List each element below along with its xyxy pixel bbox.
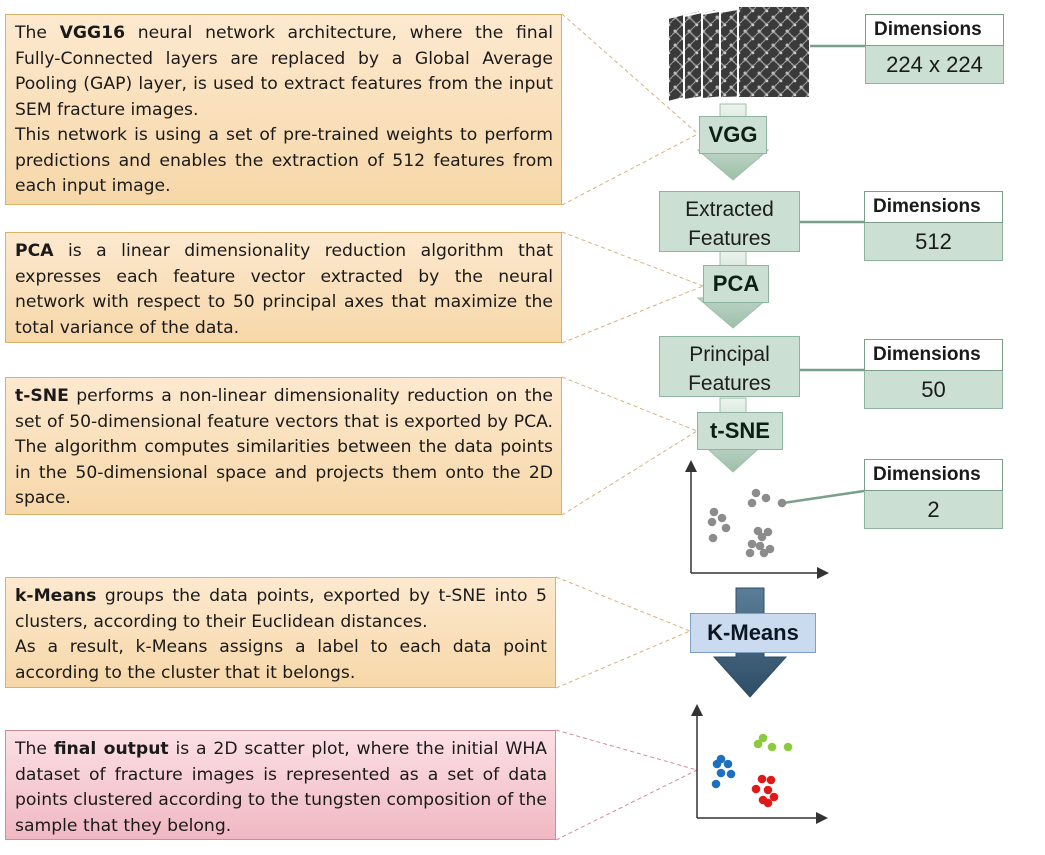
tsne-description: t-SNE performs a non-linear dimensionali… <box>5 377 562 515</box>
dimensions-header: Dimensions <box>865 14 1004 46</box>
pca-leader-lines <box>561 231 704 344</box>
dimensions-value: 50 <box>864 371 1003 409</box>
vgg-description-paragraph-2: This network is using a set of pre-train… <box>15 125 553 196</box>
pca-step: PCA <box>703 265 769 303</box>
embedding-point <box>747 539 757 549</box>
embedding-point <box>763 527 773 537</box>
clustered-scatter-plot-icon <box>691 704 828 824</box>
pca-description: PCA is a linear dimensionality reduction… <box>5 232 562 343</box>
cluster-point-blue <box>711 779 721 789</box>
embedding-point <box>757 532 767 542</box>
vgg16-term: VGG16 <box>59 23 126 43</box>
embedding-point <box>759 548 769 558</box>
final-leader-lines <box>555 729 698 841</box>
cluster-point-green <box>767 742 777 752</box>
sem-image-stack-icon <box>667 4 811 104</box>
vgg-leader-lines <box>561 13 699 206</box>
pca-term: PCA <box>15 241 54 261</box>
tsne-leader-lines <box>561 376 698 516</box>
vgg-description: The VGG16 neural network architecture, w… <box>5 14 562 205</box>
cluster-point-red <box>763 785 773 795</box>
cluster-point-red <box>766 775 776 785</box>
embedding-point <box>755 541 765 551</box>
dimensions-header: Dimensions <box>864 191 1003 223</box>
cluster-point-blue <box>726 769 736 779</box>
dimensions-extracted: Dimensions 512 <box>864 191 1003 261</box>
dimension-connectors <box>782 44 866 505</box>
embedding-point <box>747 498 757 508</box>
cluster-point-red <box>757 774 767 784</box>
embedding-point <box>708 533 718 543</box>
dimensions-header: Dimensions <box>864 339 1003 371</box>
cluster-point-red <box>751 784 761 794</box>
embedding-point <box>721 523 731 533</box>
kmeans-step: K-Means <box>690 613 816 653</box>
cluster-point-green <box>783 742 793 752</box>
embedding-point <box>707 517 717 527</box>
dimensions-embedded: Dimensions 2 <box>864 459 1003 529</box>
embedding-point <box>717 513 727 523</box>
cluster-point-green <box>758 733 768 743</box>
embedding-point <box>751 488 761 498</box>
kmeans-term: k-Means <box>15 586 97 606</box>
dimensions-value: 512 <box>864 223 1003 261</box>
cluster-point-red <box>763 798 773 808</box>
vgg-step: VGG <box>699 116 767 154</box>
kmeans-description-paragraph-2: As a result, k-Means assigns a label to … <box>15 637 547 683</box>
embedding-point <box>761 493 771 503</box>
scatter-plot-icon <box>685 460 829 579</box>
tsne-step: t-SNE <box>697 412 783 450</box>
embedding-point <box>745 548 755 558</box>
dimensions-principal: Dimensions 50 <box>864 339 1003 409</box>
cluster-point-blue <box>712 759 722 769</box>
embedding-point <box>777 498 787 508</box>
dimensions-value: 2 <box>864 491 1003 529</box>
dimensions-header: Dimensions <box>864 459 1003 491</box>
kmeans-leader-lines <box>555 576 691 689</box>
cluster-point-red <box>769 792 779 802</box>
embedding-point <box>709 507 719 517</box>
final-output-term: final output <box>53 739 169 759</box>
final-output-description: The final output is a 2D scatter plot, w… <box>5 730 556 840</box>
kmeans-description: k-Means groups the data points, exported… <box>5 577 556 688</box>
dimensions-value: 224 x 224 <box>865 46 1004 84</box>
cluster-point-blue <box>716 768 726 778</box>
tsne-term: t-SNE <box>15 386 69 406</box>
cluster-point-blue <box>723 759 733 769</box>
cluster-point-green <box>753 739 763 749</box>
dimensions-input: Dimensions 224 x 224 <box>865 14 1004 84</box>
